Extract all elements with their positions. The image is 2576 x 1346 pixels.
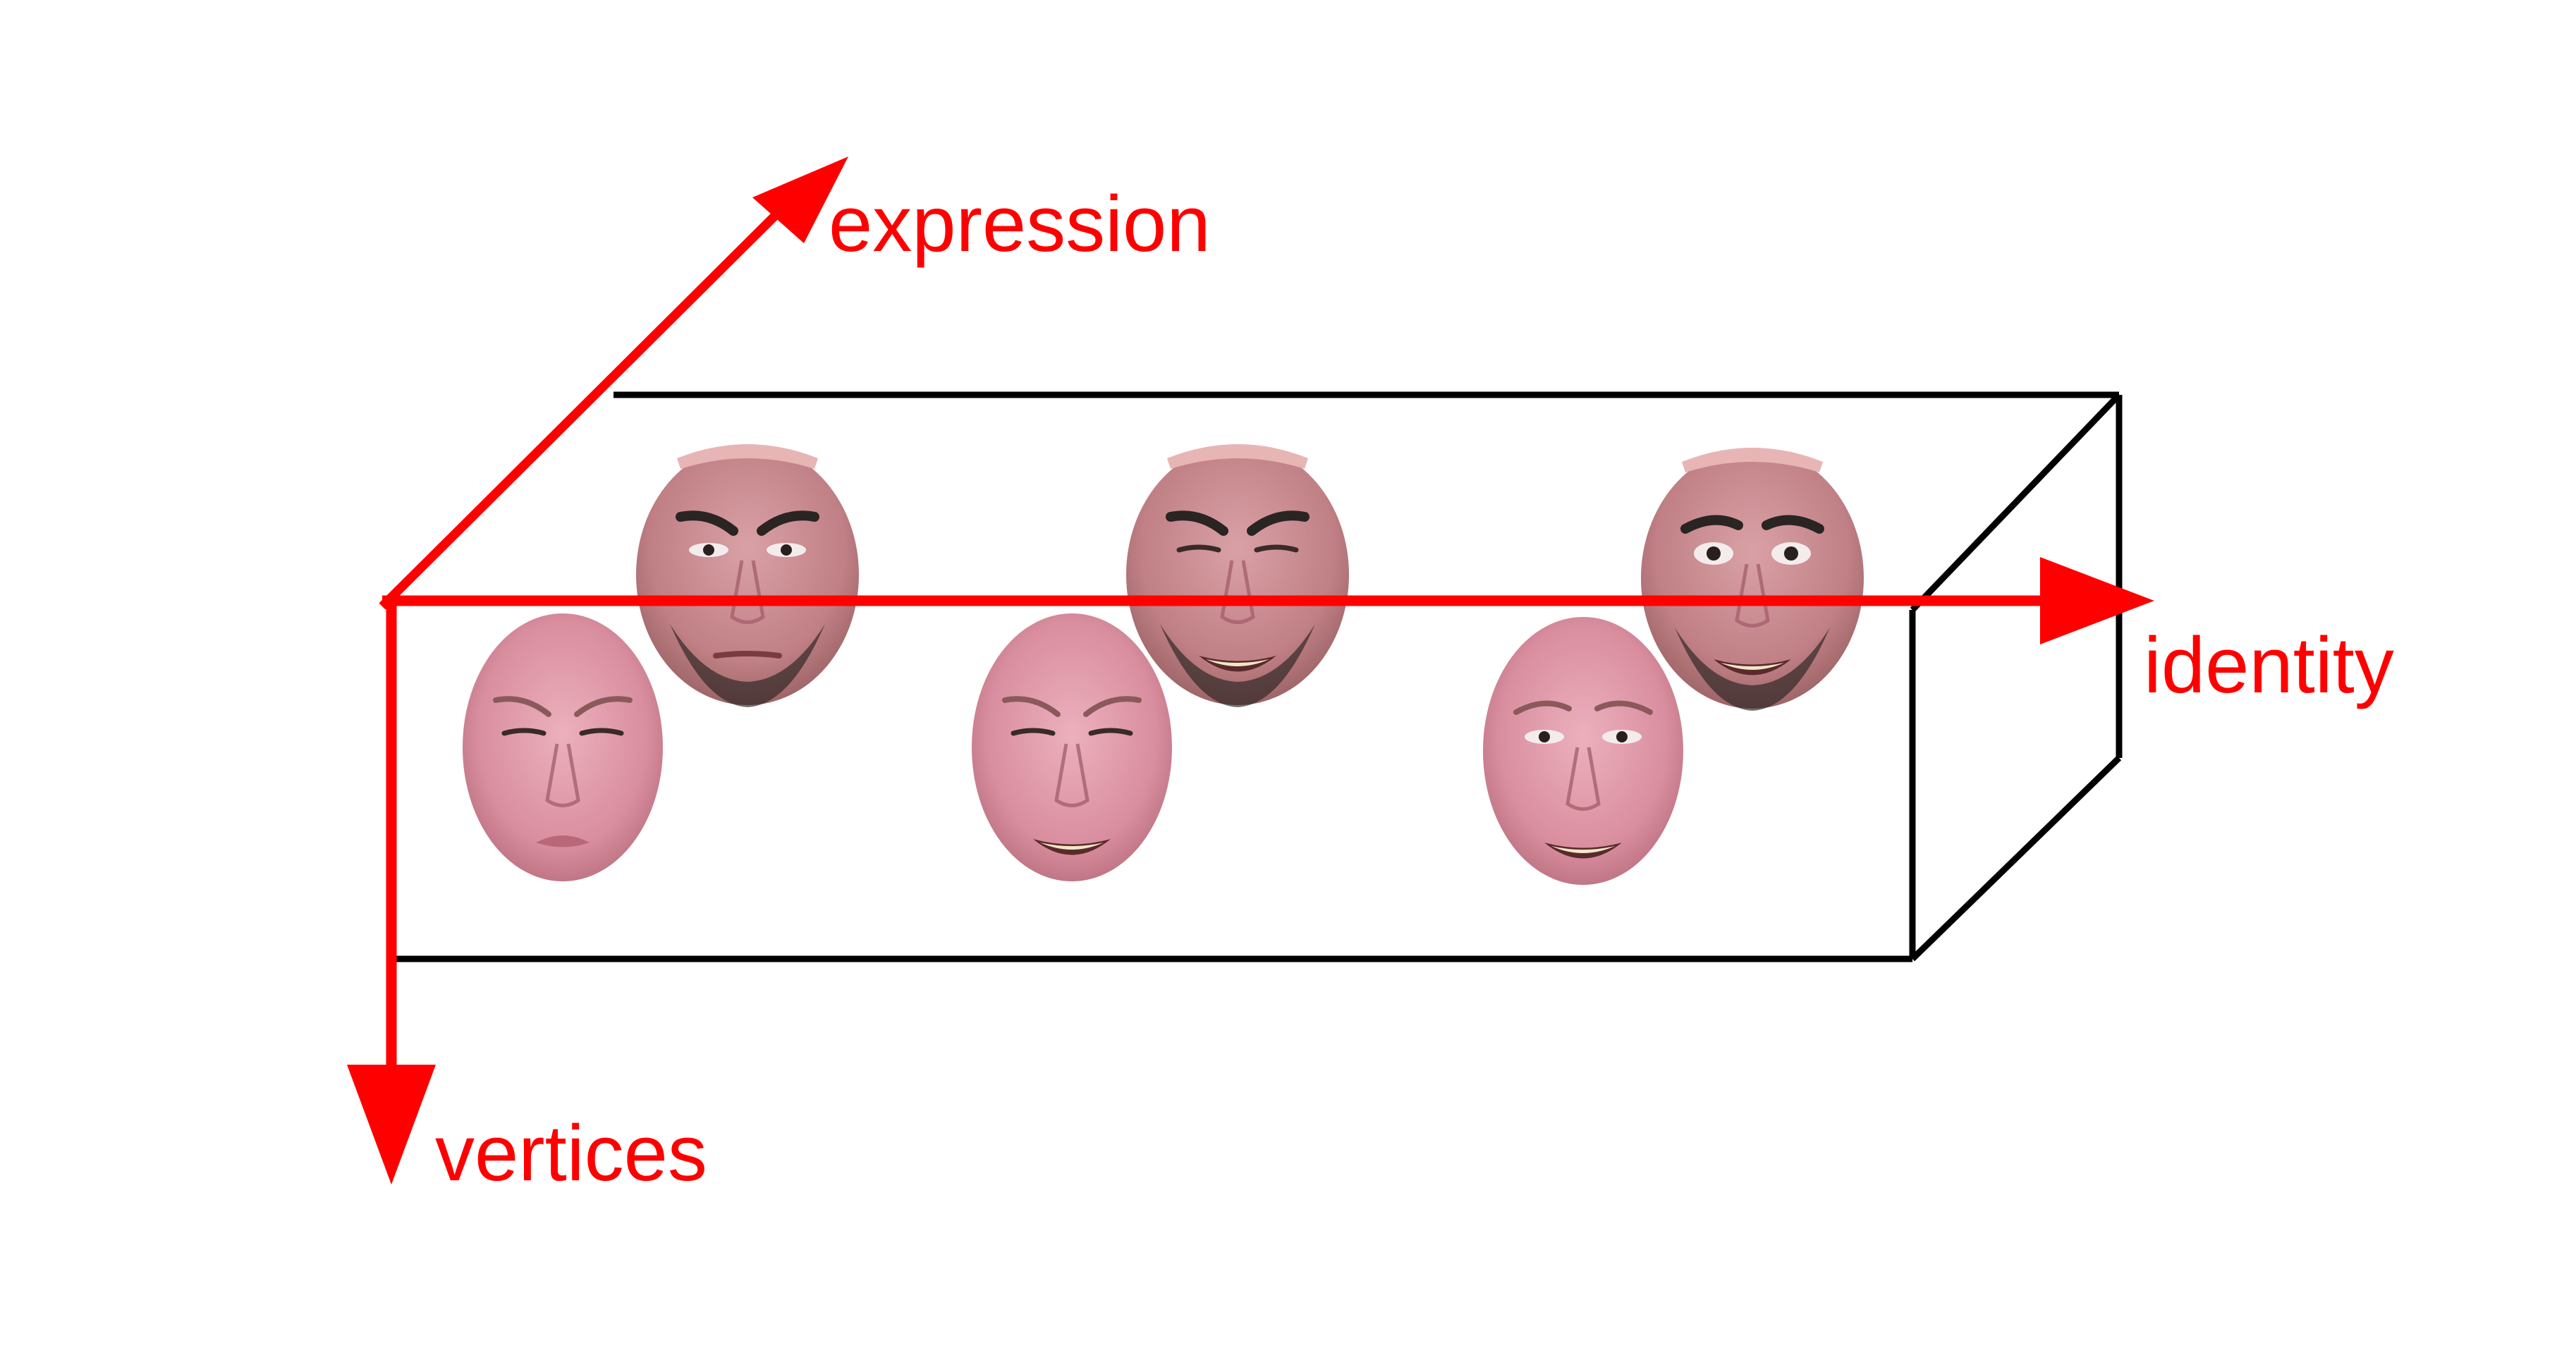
left-eyebrow: [493, 696, 551, 717]
mouth: [536, 836, 590, 848]
beard: [670, 624, 825, 707]
right-eyebrow: [574, 696, 633, 717]
face-outline: [1641, 448, 1864, 709]
face-outline: [636, 444, 859, 705]
teeth: [1040, 843, 1104, 850]
left-eye: [1176, 544, 1221, 553]
box-top-right-diagonal: [1910, 392, 2122, 613]
face-male-grimace: [1126, 444, 1349, 707]
left-eye: [501, 728, 547, 736]
face-outline: [463, 613, 663, 881]
face-male-frown: [636, 444, 859, 707]
identity-axis-label: identity: [2144, 621, 2394, 709]
right-eyebrow: [1762, 515, 1824, 534]
left-eye: [1011, 728, 1056, 736]
left-eyebrow: [1513, 700, 1572, 715]
face-female-smile: [1483, 617, 1683, 885]
left-eyebrow: [676, 510, 738, 536]
face-male-smile: [1641, 448, 1864, 711]
face-outline: [1483, 617, 1683, 885]
female-face-row: [463, 613, 1683, 885]
male-face-row: [636, 444, 1864, 711]
right-eyebrow: [1594, 700, 1653, 715]
left-eyebrow: [1002, 696, 1061, 717]
left-pupil: [703, 544, 714, 556]
right-eyebrow: [1083, 696, 1142, 717]
vertices-arrowhead: [347, 1065, 436, 1185]
right-eyebrow: [757, 510, 819, 536]
left-pupil: [1707, 546, 1721, 561]
nose: [1054, 743, 1089, 807]
nose: [1565, 747, 1601, 811]
left-eyebrow: [1680, 515, 1743, 534]
forehead-highlight: [677, 444, 818, 469]
identity-arrowhead: [2040, 557, 2154, 644]
face-outline: [1126, 444, 1349, 705]
left-pupil: [1539, 731, 1550, 742]
nose: [545, 743, 580, 807]
expression-arrowhead: [752, 157, 848, 243]
mouth: [713, 651, 782, 659]
face-female-disgust: [463, 613, 663, 881]
face-female-grimace: [972, 613, 1172, 881]
nose: [1735, 563, 1770, 628]
right-pupil: [1616, 731, 1628, 742]
right-pupil: [781, 544, 792, 556]
beard: [1160, 624, 1315, 707]
teeth: [1551, 846, 1615, 853]
expression-axis-line: [379, 208, 783, 610]
face-outline: [972, 613, 1172, 881]
beard: [1675, 628, 1830, 711]
nose: [1220, 560, 1255, 624]
box-bottom-right-diagonal: [1910, 755, 2122, 962]
right-pupil: [1784, 546, 1798, 561]
teeth: [1206, 659, 1269, 666]
forehead-highlight: [1682, 448, 1823, 472]
vertices-axis-label: vertices: [435, 1109, 707, 1197]
left-eyebrow: [1166, 510, 1228, 536]
teeth: [1721, 663, 1784, 670]
right-eye: [1254, 544, 1299, 553]
forehead-highlight: [1167, 444, 1308, 469]
right-eyebrow: [1247, 510, 1310, 536]
nose: [730, 560, 765, 624]
tensor-box: [391, 391, 2123, 962]
expression-axis-label: expression: [829, 180, 1211, 268]
right-eye: [1088, 728, 1133, 736]
axes: [347, 157, 2154, 1185]
right-eye: [579, 728, 624, 736]
